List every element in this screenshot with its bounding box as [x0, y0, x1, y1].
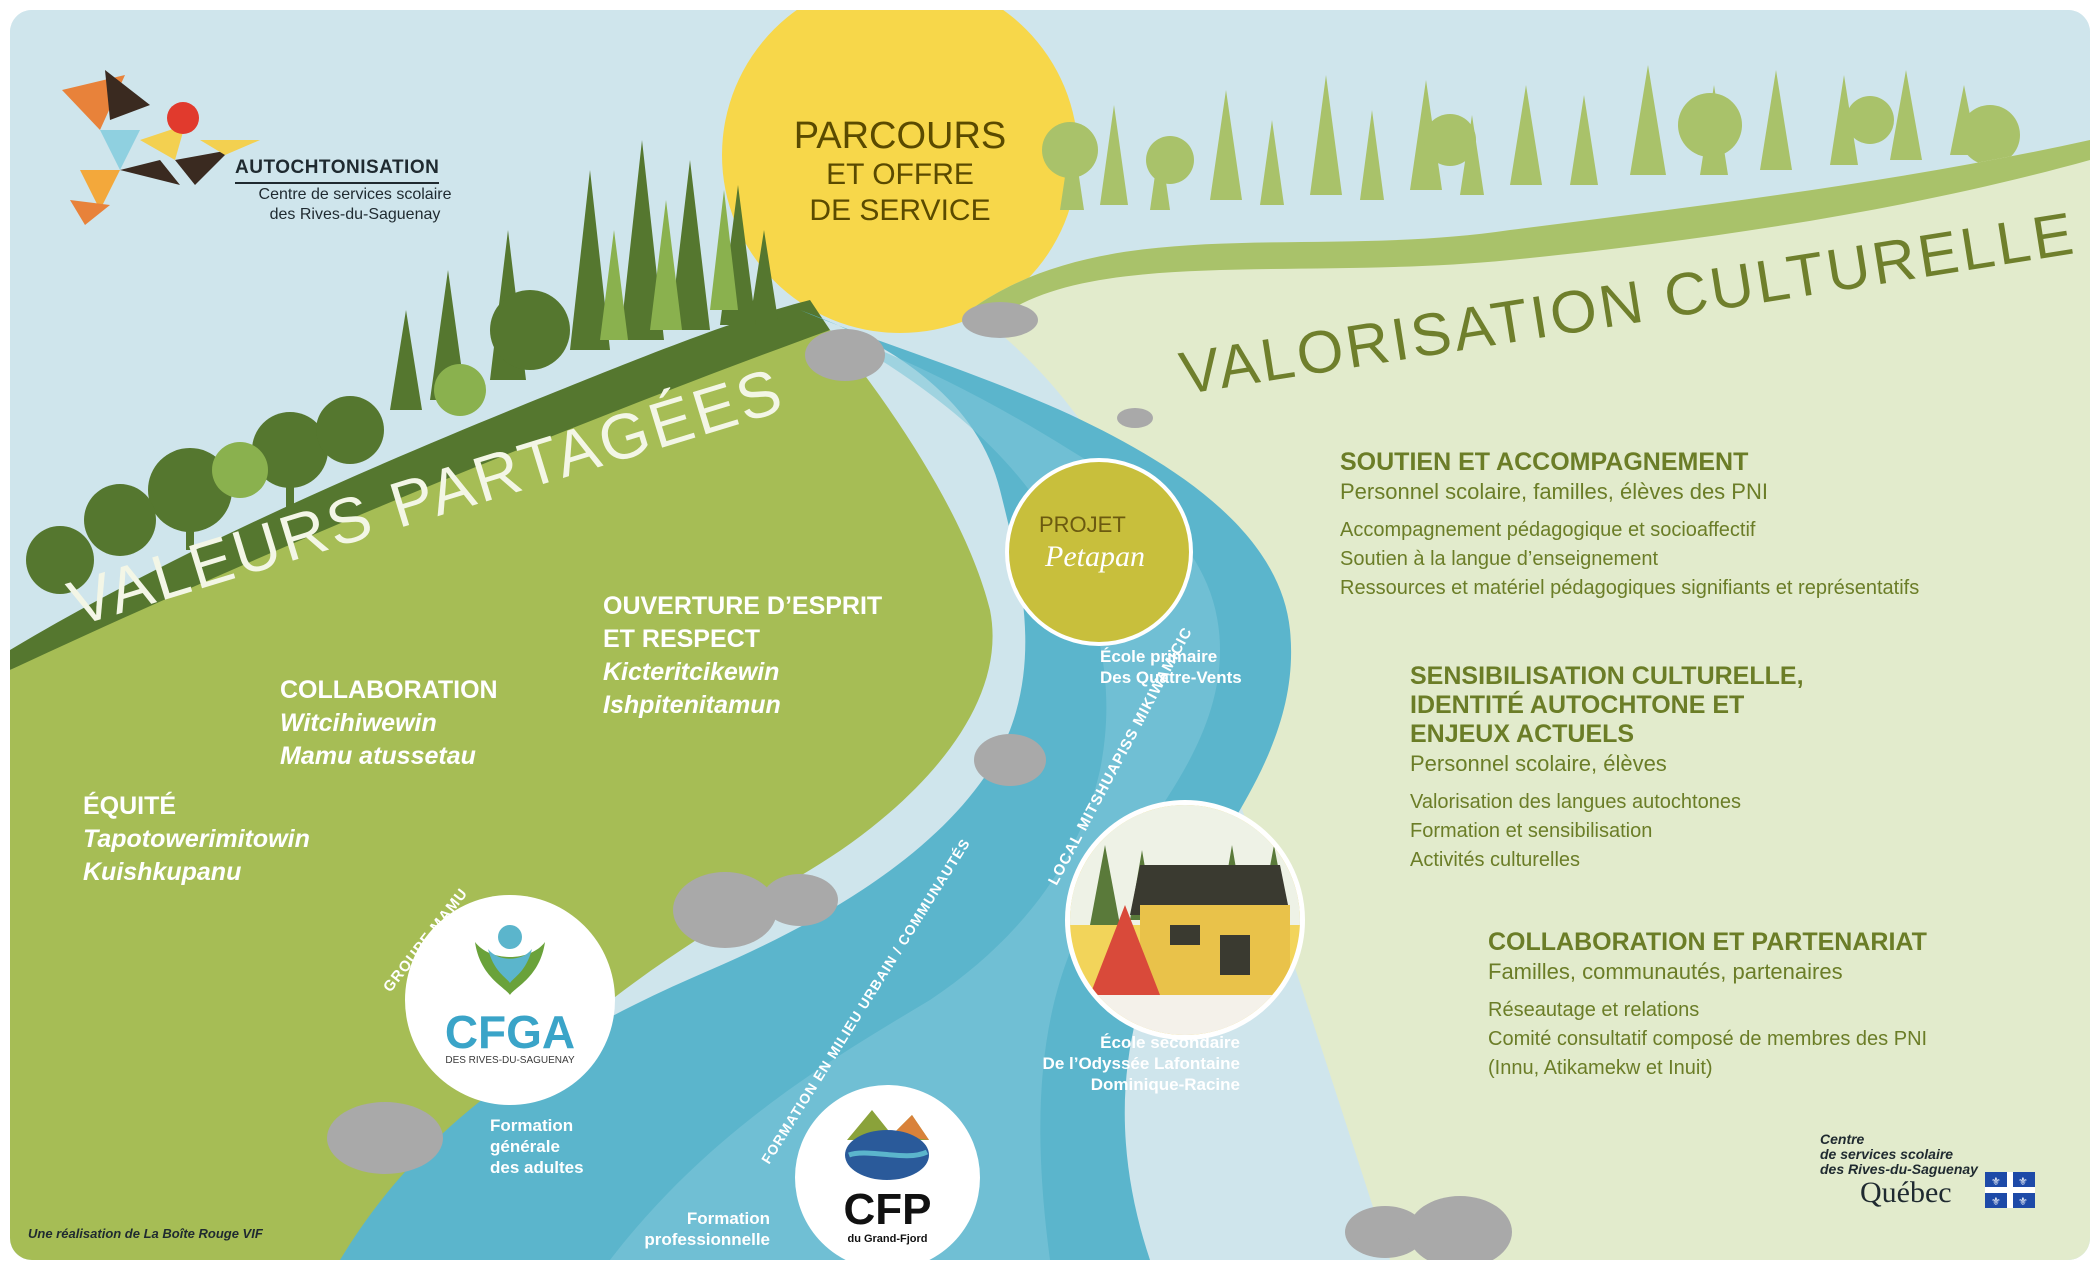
section-audience: Familles, communautés, partenaires	[1488, 959, 1843, 984]
mitshuapiss-caption: École secondaire De l’Odyssée Lafontaine…	[1010, 1032, 1240, 1095]
section-heading: SENSIBILISATION CULTURELLE,	[1410, 662, 1804, 690]
cfp-logo-text: CFP	[843, 1185, 932, 1234]
petapan-caption: École primaire Des Quatre-Vents	[1100, 646, 1242, 688]
sun-line1: PARCOURS	[793, 115, 1007, 157]
section-collaboration-partenariat: COLLABORATION ET PARTENARIAT Familles, c…	[1488, 928, 1927, 1083]
list-item: Réseautage et relations	[1488, 999, 1700, 1021]
list-item: Accompagnement pédagogique et socioaffec…	[1340, 519, 1756, 541]
landscape-illustration	[10, 10, 2090, 1260]
value-term: Witcihiwewin	[280, 709, 437, 737]
list-item: Activités culturelles	[1410, 849, 1581, 871]
list-item: Comité consultatif composé de membres de…	[1488, 1028, 1928, 1050]
svg-text:⚜: ⚜	[2018, 1176, 2028, 1188]
caption-line: De l’Odyssée Lafontaine	[1042, 1054, 1240, 1073]
section-list: Accompagnement pédagogique et socioaffec…	[1340, 516, 1919, 603]
list-item: Valorisation des langues autochtones	[1410, 791, 1741, 813]
cfp-caption: Formation professionnelle	[630, 1208, 770, 1250]
caption-line: professionnelle	[644, 1230, 770, 1249]
svg-text:⚜: ⚜	[1991, 1196, 2001, 1208]
right-forest	[1042, 65, 2020, 210]
section-heading: IDENTITÉ AUTOCHTONE ET	[1410, 691, 1745, 719]
mitshuapiss-badge	[1065, 800, 1305, 1040]
cfga-logo-icon	[475, 925, 545, 995]
sun-line3: DE SERVICE	[809, 194, 991, 227]
caption-line: des adultes	[490, 1158, 584, 1177]
petapan-logo-line1: PROJET	[1039, 512, 1126, 537]
section-list: Valorisation des langues autochtones For…	[1410, 788, 1804, 875]
list-item: (Innu, Atikamekw et Inuit)	[1488, 1057, 1713, 1079]
right-hill	[970, 140, 2090, 1260]
origami-bird-logo	[62, 70, 260, 225]
credit-text: Une réalisation de La Boîte Rouge VIF	[28, 1226, 263, 1241]
cfga-logo-subtext: DES RIVES-DU-SAGUENAY	[445, 1055, 575, 1066]
quebec-wordmark: Québec	[1860, 1176, 1952, 1209]
value-heading: OUVERTURE D’ESPRIT	[603, 592, 883, 620]
list-item: Formation et sensibilisation	[1410, 820, 1653, 842]
value-term: Tapotowerimitowin	[83, 825, 310, 853]
left-hill	[10, 330, 993, 1260]
caption-line: Formation	[686, 1209, 770, 1228]
logo-subtitle-line1: Centre de services scolaire	[258, 186, 452, 203]
cfga-badge: CFGA DES RIVES-DU-SAGUENAY	[405, 895, 615, 1105]
logo-subtitle: Centre de services scolaire des Rives-du…	[235, 185, 475, 225]
logo-subtitle-line2: des Rives-du-Saguenay	[269, 206, 441, 223]
section-soutien: SOUTIEN ET ACCOMPAGNEMENT Personnel scol…	[1340, 448, 1919, 603]
value-equite: ÉQUITÉ Tapotowerimitowin Kuishkupanu	[83, 790, 310, 889]
value-heading: ET RESPECT	[603, 625, 760, 653]
value-term: Mamu atussetau	[280, 742, 476, 770]
list-item: Ressources et matériel pédagogiques sign…	[1340, 577, 1920, 599]
section-audience: Personnel scolaire, élèves	[1410, 751, 1667, 776]
left-forest	[26, 140, 778, 594]
value-heading: ÉQUITÉ	[83, 792, 177, 820]
infographic: AUTOCHTONISATION Centre de services scol…	[10, 10, 2090, 1260]
petapan-logo-line2: Petapan	[1045, 540, 1145, 573]
value-heading: COLLABORATION	[280, 676, 498, 704]
section-heading: COLLABORATION ET PARTENARIAT	[1488, 928, 1927, 956]
sun-title: PARCOURS ET OFFRE DE SERVICE	[770, 115, 1030, 229]
section-heading: ENJEUX ACTUELS	[1410, 720, 1635, 748]
value-ouverture: OUVERTURE D’ESPRIT ET RESPECT Kicteritci…	[603, 590, 882, 722]
section-list: Réseautage et relations Comité consultat…	[1488, 996, 1927, 1083]
svg-text:⚜: ⚜	[1991, 1176, 2001, 1188]
caption-line: École secondaire	[1100, 1033, 1240, 1052]
org-line: des Rives-du-Saguenay	[1820, 1161, 1978, 1177]
caption-line: Formation	[490, 1116, 574, 1135]
petapan-badge: PROJET Petapan	[1005, 458, 1193, 646]
caption-line: École primaire	[1100, 647, 1218, 666]
caption-line: Des Quatre-Vents	[1100, 668, 1242, 687]
value-term: Kicteritcikewin	[603, 658, 780, 686]
section-sensibilisation: SENSIBILISATION CULTURELLE, IDENTITÉ AUT…	[1410, 662, 1804, 875]
caption-line: Dominique-Racine	[1090, 1075, 1240, 1094]
section-audience: Personnel scolaire, familles, élèves des…	[1340, 479, 1768, 504]
svg-text:⚜: ⚜	[2018, 1196, 2028, 1208]
cfp-logo-icon	[845, 1110, 929, 1180]
sun-line2: ET OFFRE	[826, 158, 974, 191]
cfp-logo-subtext: du Grand-Fjord	[847, 1233, 928, 1245]
section-heading: SOUTIEN ET ACCOMPAGNEMENT	[1340, 448, 1749, 476]
value-term: Ishpitenitamun	[603, 691, 781, 719]
cfp-badge: CFP du Grand-Fjord	[795, 1085, 980, 1260]
list-item: Soutien à la langue d’enseignement	[1340, 548, 1659, 570]
cabin-illustration	[1070, 805, 1300, 1035]
org-line: de services scolaire	[1820, 1146, 1954, 1162]
value-term: Kuishkupanu	[83, 858, 242, 886]
quebec-org-name: Centre de services scolaire des Rives-du…	[1820, 1132, 1978, 1177]
org-line: Centre	[1820, 1131, 1865, 1147]
sun	[722, 10, 1078, 333]
river-rocks	[327, 302, 1512, 1260]
quebec-flag-icon: ⚜ ⚜ ⚜ ⚜	[1985, 1172, 2035, 1208]
cfga-caption: Formation générale des adultes	[490, 1115, 584, 1178]
cfga-logo-text: CFGA	[444, 1006, 576, 1058]
logo-title: AUTOCHTONISATION	[235, 157, 440, 184]
caption-line: générale	[490, 1137, 560, 1156]
value-collaboration: COLLABORATION Witcihiwewin Mamu atusseta…	[280, 674, 498, 773]
